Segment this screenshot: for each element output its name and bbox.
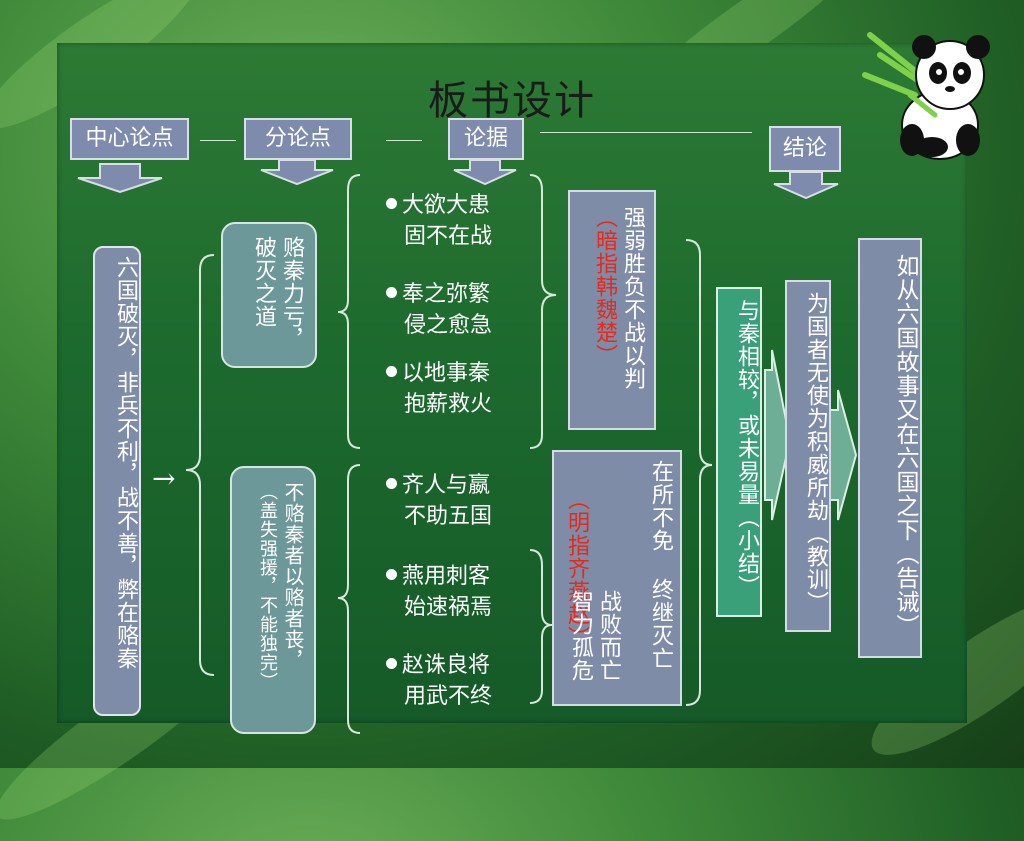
judgement-top-note: （暗指韩魏楚） xyxy=(592,206,617,367)
judgement-bottom-col1: 在所不免 xyxy=(648,460,673,552)
central-claim-text: 六国破灭，非兵不利，战不善，弊在赂秦 xyxy=(113,256,138,670)
sub-point-1-text: 赂秦力亏，破灭之道 xyxy=(251,236,304,351)
warning-text: 如从六国故事又在六国之下（告诫） xyxy=(892,254,918,638)
judgement-bottom-col3: 战败而亡 xyxy=(596,590,621,682)
implies-arrow-icon: → xyxy=(152,462,176,495)
judgement-bottom-col2: 终继灭亡 xyxy=(648,578,673,670)
lesson-box: 为国者无使为积威所劫（教训） xyxy=(785,280,831,632)
bullet-icon xyxy=(386,197,397,209)
evidence-item: 赵诛良将 用武不终 xyxy=(386,650,492,712)
header-connector xyxy=(200,140,236,141)
header-connector xyxy=(540,132,752,133)
header-connector xyxy=(386,140,422,141)
evidence-item: 燕用刺客 始速祸焉 xyxy=(386,561,492,623)
judgement-bottom-col4: 智力孤危 xyxy=(568,590,593,682)
sub-point-1: 赂秦力亏，破灭之道 xyxy=(221,222,317,368)
bullet-icon xyxy=(386,477,397,489)
bullet-icon xyxy=(386,568,397,580)
sub-point-2: 不赂秦者以赂者丧， （盖失强援，不能独完） xyxy=(230,466,316,734)
evidence-item: 齐人与嬴 不助五国 xyxy=(386,470,492,532)
evidence-item: 大欲大患 固不在战 xyxy=(386,190,492,252)
judgement-bottom: 在所不免 终继灭亡 （明指齐燕赵） xyxy=(552,450,682,706)
sub-point-2-note: （盖失强援，不能独完） xyxy=(257,482,278,691)
judgement-bottom-note: （明指齐燕赵） xyxy=(564,488,589,649)
judgement-bottom-lower: 战败而亡 智力孤危 xyxy=(566,590,622,700)
warning-box: 如从六国故事又在六国之下（告诫） xyxy=(858,238,922,658)
page-title: 板书设计 xyxy=(428,78,596,124)
sub-point-2-main: 不赂秦者以赂者丧， xyxy=(281,482,305,671)
header-conclusion: 结论 xyxy=(769,126,841,172)
evidence-item: 奉之弥繁 侵之愈急 xyxy=(386,279,492,341)
bullet-icon xyxy=(386,286,397,298)
header-sub-points: 分论点 xyxy=(244,118,352,160)
bullet-icon xyxy=(386,365,397,377)
summary-box: 与秦相较，或未易量（小结） xyxy=(716,287,762,617)
judgement-top: 强弱胜负不战以判 （暗指韩魏楚） xyxy=(568,190,656,430)
evidence-item: 以地事秦 抱薪救火 xyxy=(386,358,492,420)
bullet-icon xyxy=(386,657,397,669)
central-claim: 六国破灭，非兵不利，战不善，弊在赂秦 xyxy=(93,246,141,716)
header-central-claim: 中心论点 xyxy=(70,118,189,160)
summary-text: 与秦相较，或未易量（小结） xyxy=(734,299,759,598)
judgement-top-main: 强弱胜负不战以判 xyxy=(620,206,645,390)
lesson-text: 为国者无使为积威所劫（教训） xyxy=(803,292,828,614)
header-evidence: 论据 xyxy=(448,118,524,160)
